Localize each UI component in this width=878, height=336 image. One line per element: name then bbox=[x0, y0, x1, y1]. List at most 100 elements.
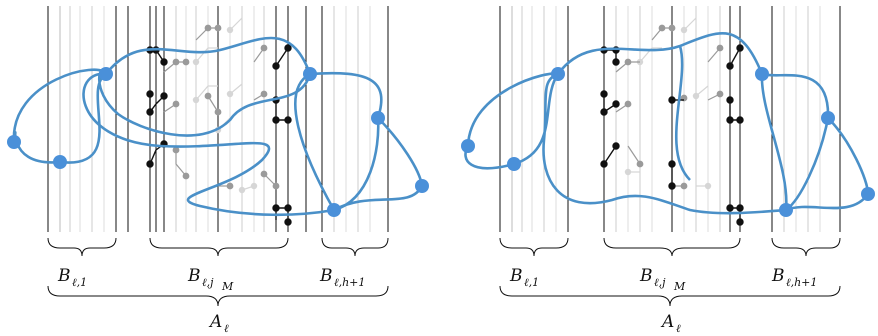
gray-node bbox=[214, 24, 222, 32]
brace-bh bbox=[771, 237, 841, 257]
black-node bbox=[146, 90, 154, 98]
brace-bh bbox=[321, 237, 389, 257]
brace-bj bbox=[603, 237, 741, 257]
black-node bbox=[668, 96, 676, 104]
label-bj-main: B bbox=[639, 266, 653, 286]
right-blue-curve bbox=[464, 32, 870, 215]
label-b1-sub: ℓ,1 bbox=[524, 276, 539, 289]
label-bj-sub: ℓ,j bbox=[202, 276, 214, 289]
gray-node bbox=[182, 172, 190, 180]
right-braces bbox=[499, 237, 841, 307]
left-panel: B ℓ,1 B ℓ,j M B ℓ,h+1 A ℓ bbox=[7, 6, 429, 335]
blue-node bbox=[53, 155, 67, 169]
label-b1-main: B bbox=[57, 266, 71, 286]
left-blue-curve-2 bbox=[82, 71, 383, 217]
black-node bbox=[284, 44, 292, 52]
blue-node bbox=[461, 139, 475, 153]
light-edge bbox=[639, 47, 662, 63]
brace-a bbox=[47, 285, 389, 307]
black-node bbox=[160, 58, 168, 66]
label-bj-subsub: M bbox=[221, 280, 234, 293]
gray-node bbox=[172, 58, 180, 66]
light-node bbox=[226, 26, 234, 34]
light-edge bbox=[195, 47, 218, 63]
black-node bbox=[612, 58, 620, 66]
black-node bbox=[726, 96, 734, 104]
black-node bbox=[736, 116, 744, 124]
right-gray-segments bbox=[615, 24, 724, 190]
black-node bbox=[726, 62, 734, 70]
gray-node bbox=[716, 44, 724, 52]
black-node bbox=[612, 100, 620, 108]
label-bj-main: B bbox=[187, 266, 201, 286]
right-labels: B ℓ,1 B ℓ,j M B ℓ,h+1 A ℓ bbox=[509, 266, 817, 335]
gray-node bbox=[226, 182, 234, 190]
gray-node bbox=[624, 58, 632, 66]
black-node bbox=[600, 90, 608, 98]
label-b1-main: B bbox=[509, 266, 523, 286]
black-node bbox=[284, 116, 292, 124]
gray-node bbox=[260, 44, 268, 52]
gray-node bbox=[680, 182, 688, 190]
label-bj-subsub: M bbox=[673, 280, 686, 293]
light-node bbox=[192, 96, 200, 104]
right-light-segments bbox=[624, 17, 712, 190]
light-node bbox=[704, 182, 712, 190]
right-panel: B ℓ,1 B ℓ,j M B ℓ,h+1 A ℓ bbox=[461, 6, 875, 335]
black-node bbox=[668, 160, 676, 168]
gray-node bbox=[182, 58, 190, 66]
gray-node bbox=[260, 90, 268, 98]
gray-node bbox=[624, 100, 632, 108]
blue-node bbox=[779, 203, 793, 217]
brace-bj bbox=[149, 237, 289, 257]
light-edge bbox=[195, 85, 218, 101]
black-node bbox=[160, 92, 168, 100]
right-black-segments bbox=[600, 44, 744, 226]
gray-node bbox=[636, 160, 644, 168]
black-node bbox=[272, 204, 280, 212]
light-node bbox=[238, 186, 246, 194]
black-node bbox=[668, 182, 676, 190]
left-blue-nodes bbox=[7, 67, 429, 217]
black-node bbox=[736, 44, 744, 52]
blue-node bbox=[507, 157, 521, 171]
label-a-sub: ℓ bbox=[224, 322, 229, 335]
brace-b1 bbox=[47, 237, 117, 257]
gray-node bbox=[668, 24, 676, 32]
blue-node bbox=[7, 135, 21, 149]
black-node bbox=[726, 204, 734, 212]
blue-node bbox=[303, 67, 317, 81]
black-node bbox=[600, 108, 608, 116]
blue-node bbox=[99, 67, 113, 81]
left-light-segments bbox=[192, 17, 258, 194]
gray-node bbox=[204, 92, 212, 100]
blue-node bbox=[415, 179, 429, 193]
label-b1-sub: ℓ,1 bbox=[72, 276, 87, 289]
blue-node bbox=[371, 111, 385, 125]
right-blue-nodes bbox=[461, 67, 875, 217]
gray-node bbox=[658, 24, 666, 32]
label-bh-sub: ℓ,h+1 bbox=[786, 276, 817, 289]
label-bh-main: B bbox=[771, 266, 785, 286]
blue-node bbox=[327, 203, 341, 217]
black-node bbox=[612, 142, 620, 150]
blue-node bbox=[551, 67, 565, 81]
black-node bbox=[272, 116, 280, 124]
black-node bbox=[146, 160, 154, 168]
light-node bbox=[192, 58, 200, 66]
blue-node bbox=[861, 187, 875, 201]
black-edge bbox=[149, 94, 165, 115]
gray-edge bbox=[175, 150, 187, 177]
light-node bbox=[250, 182, 258, 190]
black-node bbox=[284, 204, 292, 212]
black-node bbox=[600, 160, 608, 168]
light-node bbox=[692, 92, 700, 100]
gray-node bbox=[172, 100, 180, 108]
right-vertical-lines bbox=[499, 6, 841, 232]
black-node bbox=[284, 218, 292, 226]
left-gray-segments bbox=[163, 24, 280, 190]
gray-node bbox=[272, 182, 280, 190]
gray-node bbox=[172, 146, 180, 154]
blue-node bbox=[755, 67, 769, 81]
